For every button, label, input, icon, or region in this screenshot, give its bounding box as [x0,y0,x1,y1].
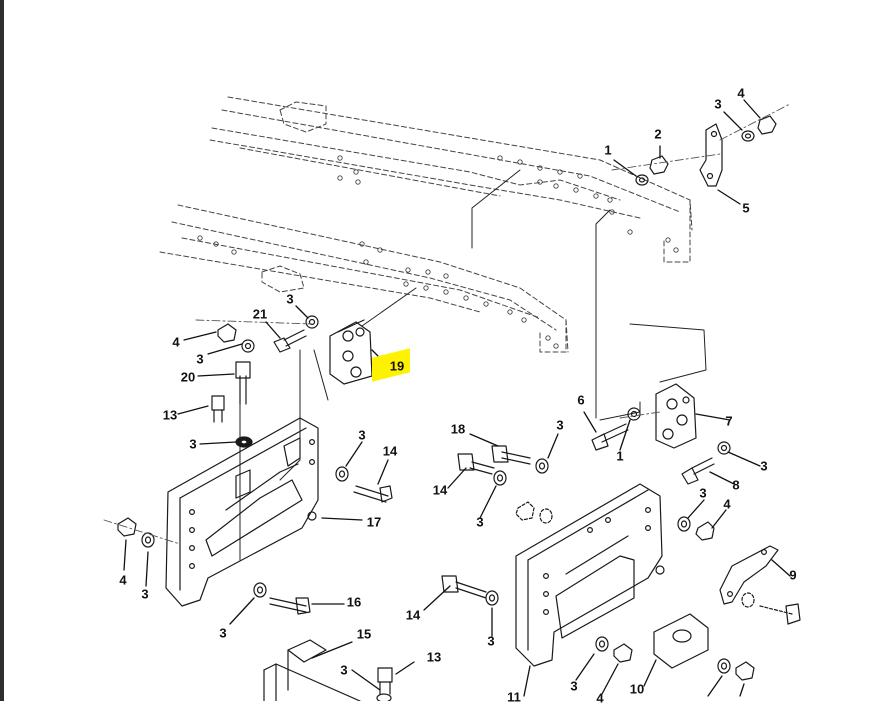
callout-2: 2 [654,126,662,142]
callout-3-mid: 3 [476,514,484,530]
bracket-11 [515,483,665,667]
leader-guides [239,169,707,561]
callout-14-lower: 14 [405,607,421,623]
callout-5: 5 [742,200,750,216]
callout-10: 10 [629,681,645,697]
bracket-7 [655,383,697,449]
callout-4-left: 4 [172,334,180,350]
callout-6: 6 [577,392,585,408]
callout-19: 19 [389,358,405,374]
callout-3-black-washer: 3 [189,436,197,452]
callout-16: 16 [346,594,362,610]
callout-4-lower: 4 [596,690,604,706]
callout-9: 9 [789,567,797,583]
callout-3-bolt16: 3 [219,625,227,641]
washers-and-nuts [117,115,777,701]
callout-3-bolt18: 3 [556,417,564,433]
callout-4-bottom-left: 4 [119,572,127,588]
plate-10 [653,613,709,669]
callout-3-bottom-left: 3 [141,586,149,602]
callout-1-right: 1 [616,448,624,464]
bracket-9 [719,545,779,605]
callout-21: 21 [252,306,268,322]
bracket-5 [699,123,723,187]
callout-3-bottom: 3 [340,662,348,678]
callout-13-bottom: 13 [426,649,442,665]
callout-7: 7 [725,413,733,429]
callout-3-top: 3 [714,96,722,112]
frame-rails-phantom [159,96,693,353]
callout-17: 17 [366,514,382,530]
callout-20: 20 [180,369,196,385]
callout-3-right: 3 [760,458,768,474]
rail-15 [263,639,361,701]
callout-14-right: 14 [432,482,448,498]
callout-14-left: 14 [382,443,398,459]
callout-15: 15 [356,626,372,642]
centerlines [103,103,791,545]
callout-13-left: 13 [162,407,178,423]
window-left-edge [0,0,4,701]
callout-4-right: 4 [723,496,731,512]
callout-3-lower-right: 3 [570,678,578,694]
bracket-19 [329,319,373,385]
callout-leaders [123,99,791,697]
callout-3-bolt14: 3 [358,427,366,443]
callout-1-top: 1 [604,142,612,158]
callout-8: 8 [732,477,740,493]
callout-3-mid-right: 3 [699,485,707,501]
callout-11: 11 [507,689,521,705]
callout-3-lower: 3 [487,633,495,649]
frame-holes [197,155,679,349]
bolts [211,329,801,695]
callout-4-top: 4 [737,85,745,101]
bracket-17 [165,417,319,607]
callout-3-nut: 3 [286,291,294,307]
callout-3-washer: 3 [196,351,204,367]
callout-18: 18 [450,421,466,437]
